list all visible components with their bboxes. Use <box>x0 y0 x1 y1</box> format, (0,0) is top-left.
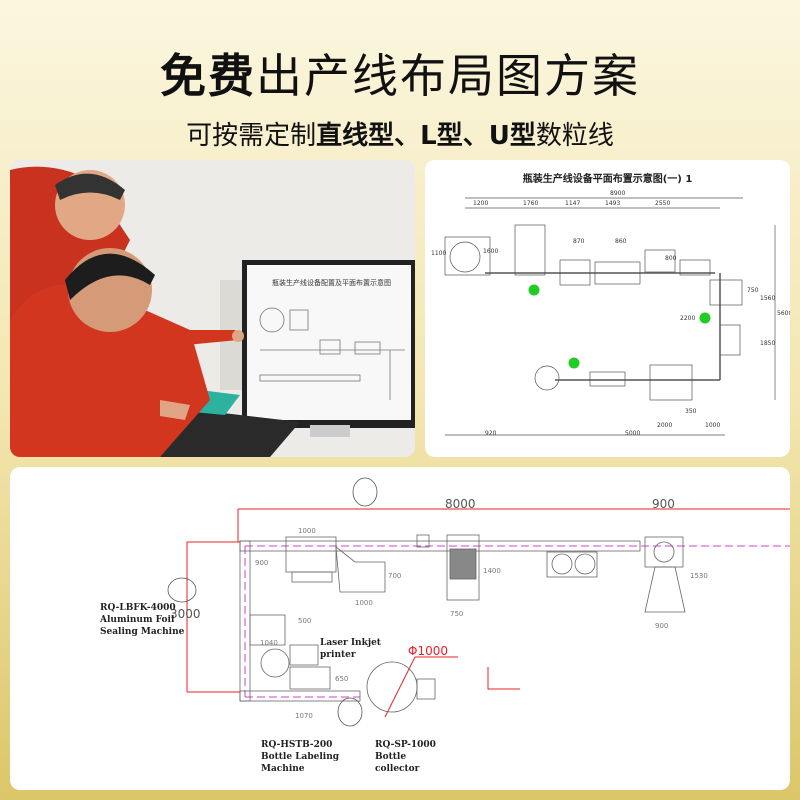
layout-plan-u-shape: 8000 900 3000 1000 900 700 1000 1400 750 1530 900 5… <box>10 467 790 790</box>
dimension-d650: 650 <box>335 675 349 683</box>
dimension-label: 2200 <box>680 315 696 322</box>
dimension-right_width: 900 <box>652 497 675 511</box>
headline: 免费出产线布局图方案 <box>0 40 800 106</box>
dimension-label: 920 <box>485 430 497 437</box>
photo-engineers-at-monitor: 瓶装生产线设备配置及平面布置示意图 <box>10 160 415 457</box>
dimension-d1000b: 1000 <box>355 599 373 607</box>
dimension-label: 800 <box>665 255 677 262</box>
layout-plan-l-shape: 瓶装生产线设备平面布置示意图(一) 1 8900 1200 1760 1147 1493… <box>425 160 790 457</box>
operator-icons <box>167 477 378 727</box>
dimension-d1400: 1400 <box>483 567 501 575</box>
collector-name-1: Bottle <box>375 752 407 762</box>
dimension-d1530: 1530 <box>690 572 708 580</box>
dimension-label: 860 <box>615 238 627 245</box>
label-printer: Laser Inkjet printer <box>320 637 381 661</box>
dimension-label: 1760 <box>523 200 539 207</box>
dimension-label: 1493 <box>605 200 621 207</box>
subline-pre: 可按需定制 <box>186 121 317 151</box>
keyboard <box>160 408 300 457</box>
dimension-d900: 900 <box>255 559 269 567</box>
subline-post: 数粒线 <box>535 121 614 151</box>
sealer-name-1: Aluminum Foil <box>100 615 175 625</box>
sealer-model: RQ-LBFK-4000 <box>100 603 176 613</box>
dimension-total_width: 8000 <box>445 497 476 511</box>
dimension-label: 1200 <box>473 200 489 207</box>
dimension-d900b: 900 <box>655 622 669 630</box>
dimension-d500: 500 <box>298 617 312 625</box>
plan1-title: 瓶装生产线设备平面布置示意图(一) 1 <box>522 174 693 185</box>
printer-name-1: Laser Inkjet <box>320 638 381 648</box>
plan1-drawing <box>444 197 776 436</box>
printer-name-2: printer <box>320 650 356 660</box>
subheadline: 可按需定制直线型、L型、U型数粒线 <box>0 115 800 152</box>
monitor-title: 瓶装生产线设备配置及平面布置示意图 <box>272 279 391 287</box>
dimension-d1070: 1070 <box>295 712 313 720</box>
dimension-label: 1147 <box>565 200 581 207</box>
dimension-label: 1100 <box>431 250 447 257</box>
dimension-height: 3000 <box>170 607 201 621</box>
headline-bold: 免费 <box>160 49 256 103</box>
dimension-d1040: 1040 <box>260 639 278 647</box>
label-labeler: RQ-HSTB-200 Bottle Labeling Machine <box>261 739 339 775</box>
labeler-model: RQ-HSTB-200 <box>261 740 333 750</box>
collector-name-2: collector <box>375 764 420 774</box>
dimension-label: 1000 <box>705 422 721 429</box>
dimension-label: 750 <box>747 287 759 294</box>
dimension-label: 1600 <box>483 248 499 255</box>
labeler-name-2: Machine <box>261 764 305 774</box>
dimension-d1000a: 1000 <box>298 527 316 535</box>
dimension-label: 2000 <box>657 422 673 429</box>
labeler-name-1: Bottle Labeling <box>261 752 340 762</box>
dimension-label: 8900 <box>610 190 626 197</box>
photo-illustration <box>10 160 415 457</box>
dimension-label: 5000 <box>625 430 641 437</box>
subline-bold: 直线型、L型、U型 <box>316 121 536 151</box>
diameter-label: Φ1000 <box>408 644 448 658</box>
dimension-label: 1850 <box>760 340 776 347</box>
dimension-label: 350 <box>685 408 697 415</box>
dimension-d750: 750 <box>450 610 464 618</box>
dimension-label: 870 <box>573 238 585 245</box>
dimension-label: 2550 <box>655 200 671 207</box>
dimension-label: 5600 <box>777 310 790 317</box>
dimension-label: 1560 <box>760 295 776 302</box>
label-collector: RQ-SP-1000 Bottle collector <box>375 739 436 775</box>
sealer-name-2: Sealing Machine <box>100 627 185 637</box>
headline-rest: 出产线布局图方案 <box>256 49 640 103</box>
label-sealer: RQ-LBFK-4000 Aluminum Foil Sealing Machi… <box>100 602 184 638</box>
dimension-d700: 700 <box>388 572 402 580</box>
collector-model: RQ-SP-1000 <box>375 740 436 750</box>
plan2-drawing <box>167 477 790 727</box>
